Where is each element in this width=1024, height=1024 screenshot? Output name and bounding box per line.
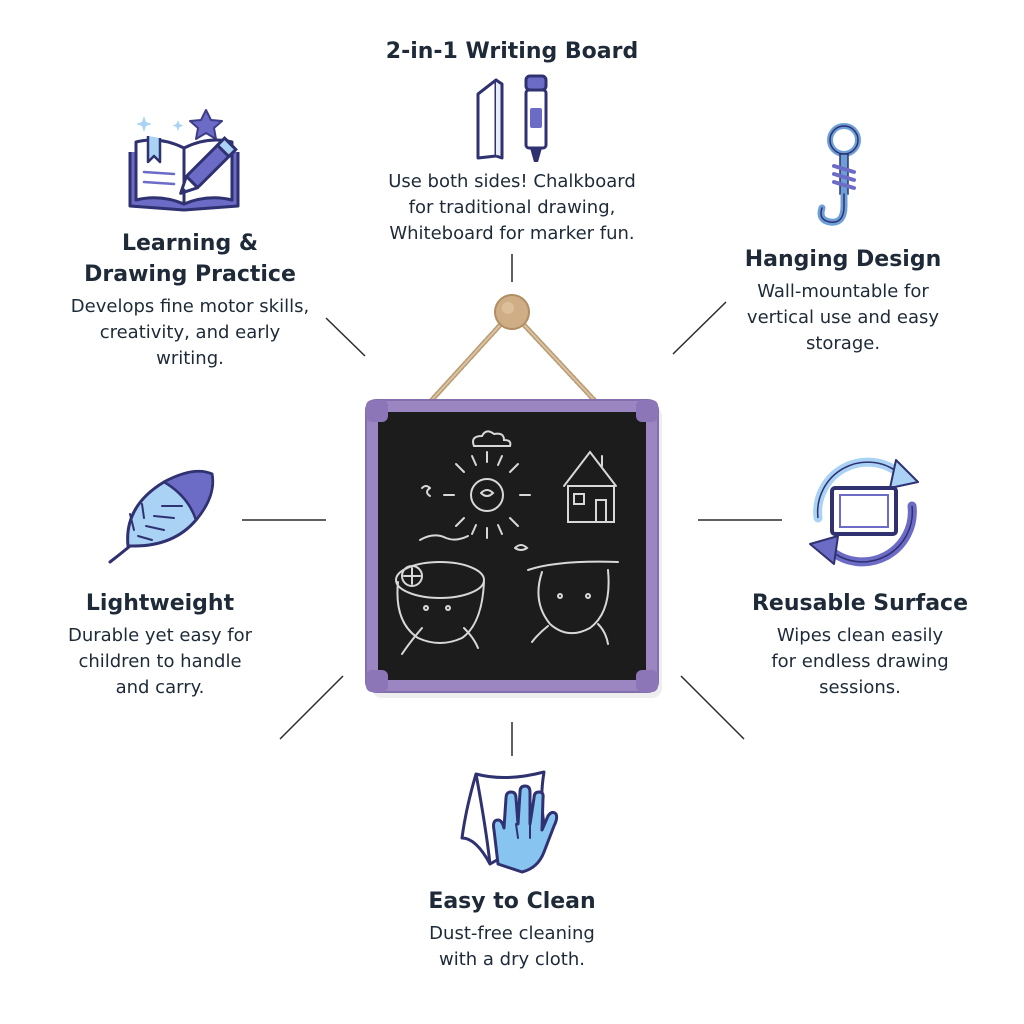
connector-top-right	[672, 301, 727, 355]
feature-lightweight: Lightweight Durable yet easy for childre…	[30, 588, 290, 701]
feature-easy-to-clean: Easy to Clean Dust-free cleaning with a …	[372, 886, 652, 973]
feature-title: Learning & Drawing Practice	[84, 231, 296, 287]
feather-icon	[108, 469, 215, 564]
chalk-and-marker-icon	[476, 74, 548, 162]
feature-hanging-design: Hanging Design Wall-mountable for vertic…	[708, 244, 978, 357]
feature-title: Reusable Surface	[751, 591, 969, 616]
feature-title: Easy to Clean	[428, 889, 596, 914]
connector-top-left	[325, 317, 366, 357]
feature-title: 2-in-1 Writing Board	[385, 39, 639, 64]
feature-description: Dust-free cleaning with a dry cloth.	[429, 923, 595, 970]
feature-2-in-1-writing-board: 2-in-1 Writing Board Use both sides! Cha…	[332, 36, 692, 247]
chalk-drawings	[395, 430, 619, 655]
feature-description: Durable yet easy for children to handle …	[67, 625, 253, 698]
feature-description: Use both sides! Chalkboard for tradition…	[388, 171, 636, 244]
feature-description: Develops fine motor skills, creativity, …	[70, 296, 310, 369]
feature-learning-drawing-practice: Learning & Drawing Practice Develops fin…	[40, 228, 340, 372]
chalkboard-image	[365, 294, 662, 698]
feature-title: Hanging Design	[744, 247, 942, 272]
feature-reusable-surface: Reusable Surface Wipes clean easily for …	[730, 588, 990, 701]
feature-description: Wall-mountable for vertical use and easy…	[746, 281, 940, 354]
feature-description: Wipes clean easily for endless drawing s…	[771, 625, 949, 698]
hook-icon	[817, 123, 861, 226]
connector-bottom-right	[680, 675, 745, 740]
hand-wiping-cloth-icon	[460, 770, 559, 874]
book-and-pencil-icon	[128, 109, 240, 212]
board-surface	[378, 412, 646, 680]
feature-title: Lightweight	[85, 591, 235, 616]
refresh-board-icon	[809, 457, 919, 567]
connector-bottom-left	[279, 675, 344, 740]
